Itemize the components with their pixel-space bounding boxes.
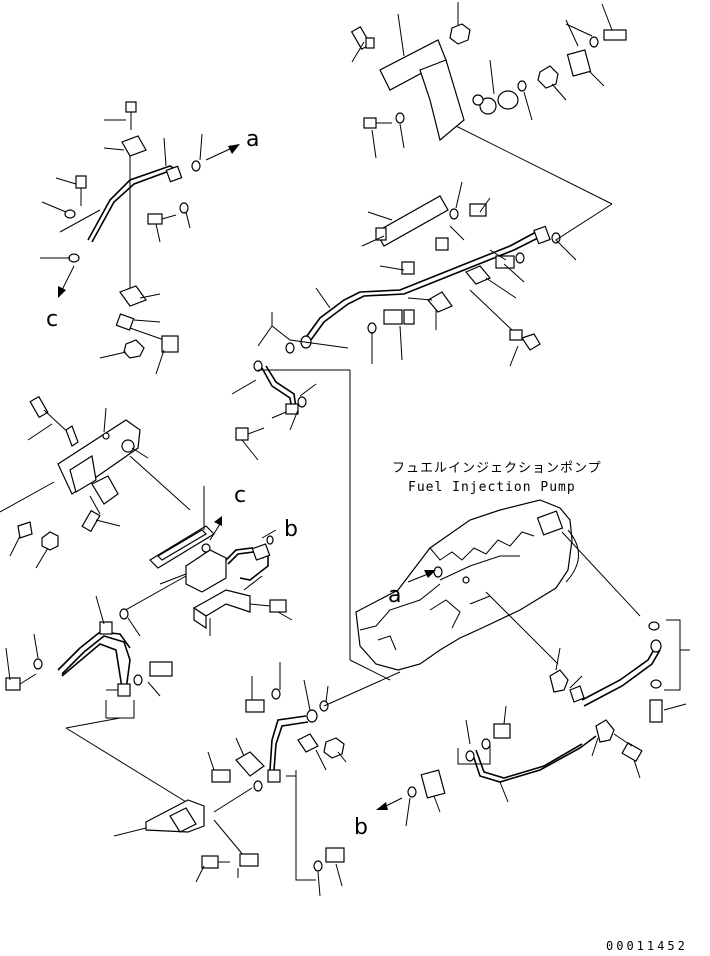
fuel-injection-pump	[355, 499, 641, 671]
center-pipe-group	[257, 181, 613, 367]
connector-label-b-middle: b	[284, 517, 298, 542]
lower-left-pipe-group	[5, 595, 197, 809]
right-lower-pipe-group	[376, 619, 690, 827]
pump-label-japanese: フュエルインジェクションポンプ	[392, 461, 602, 476]
top-bracket-assembly	[350, 2, 627, 205]
drawing-number: 00011452	[606, 939, 688, 953]
connector-label-a-pump: a	[388, 583, 401, 608]
upper-left-pipe-group	[40, 101, 240, 375]
connector-label-c-left: c	[46, 307, 58, 332]
connector-label-a-top: a	[246, 127, 259, 152]
connector-label-b-lower: b	[354, 815, 368, 840]
left-bracket-assembly	[0, 395, 191, 569]
pump-label-english: Fuel Injection Pump	[408, 480, 576, 495]
small-pipe-group	[231, 360, 391, 681]
connector-label-c-middle: c	[234, 483, 246, 508]
connector-block-group	[121, 486, 293, 636]
lower-center-group	[113, 662, 401, 897]
